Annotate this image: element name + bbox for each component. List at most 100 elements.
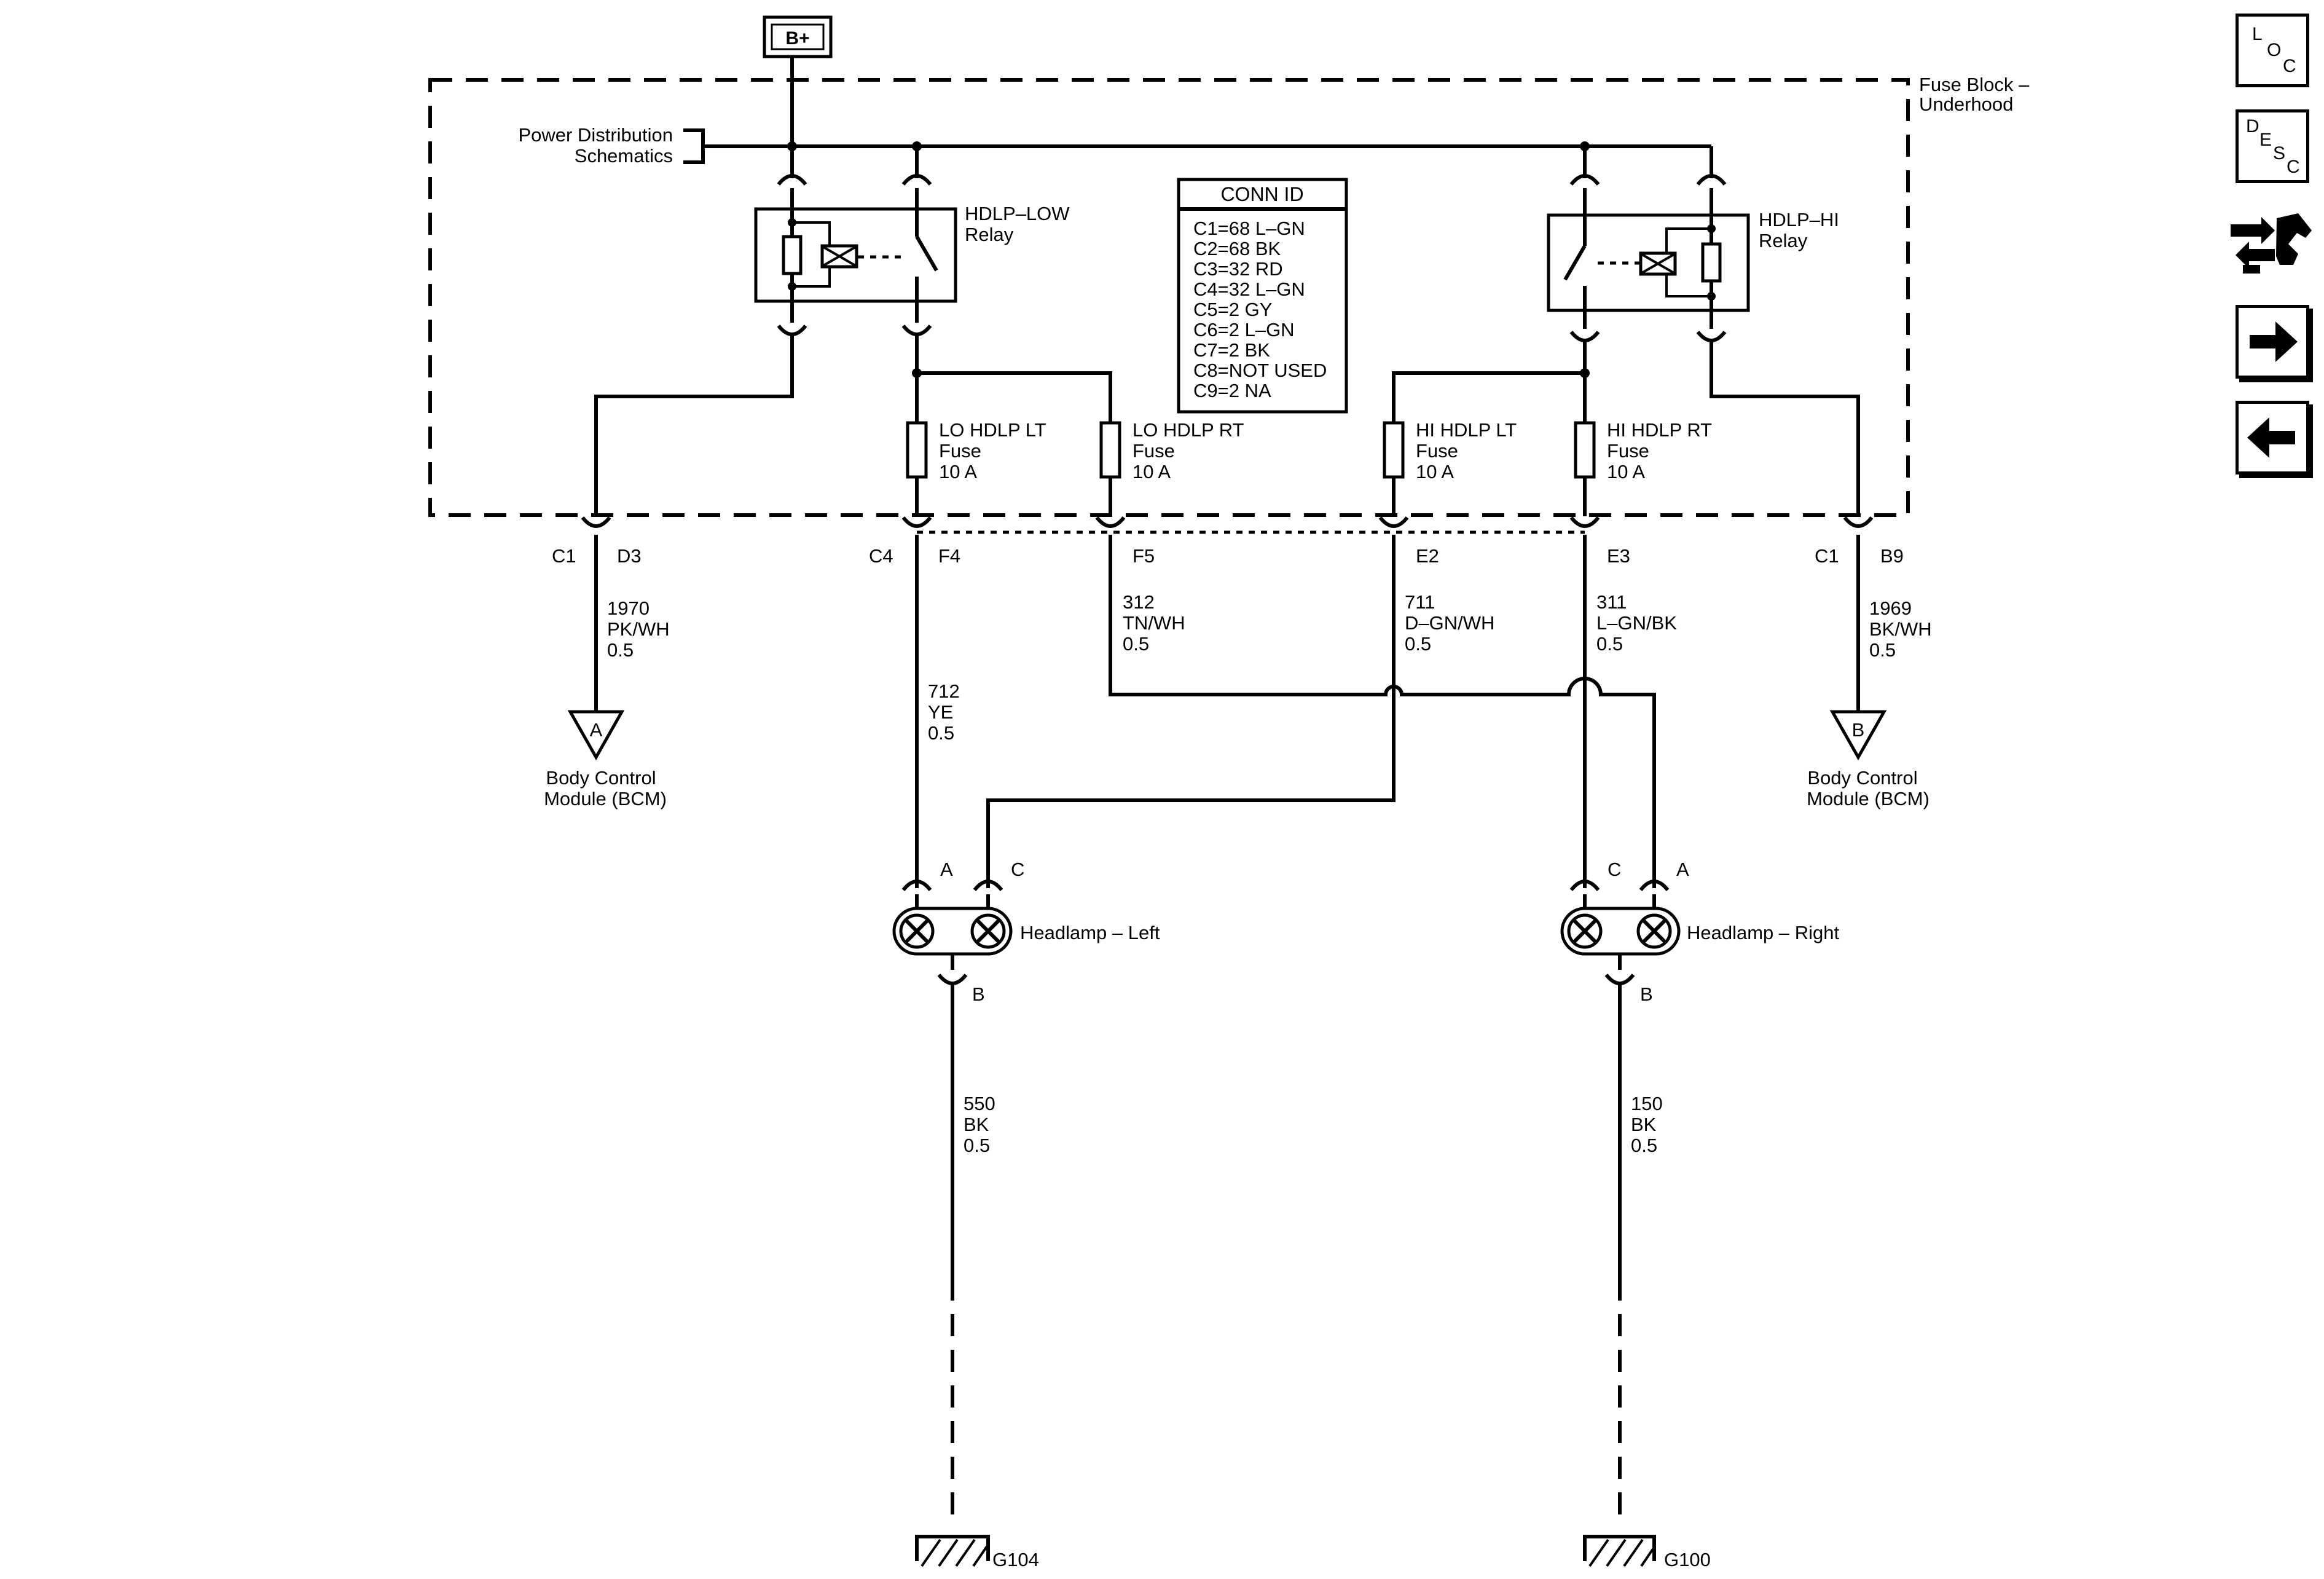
headlamp-right-pin-a: A <box>1676 859 1689 880</box>
wire-550-circuit: 550 <box>964 1093 995 1114</box>
bcm-reference-left: A <box>567 710 625 761</box>
low-relay-coil-output <box>594 335 794 516</box>
pin-e3: E3 <box>1607 545 1630 567</box>
conn-id-table: CONN ID C1=68 L–GN C2=68 BK C3=32 RD C4=… <box>1177 178 1348 414</box>
pin-c1-right: C1 <box>1815 545 1839 567</box>
fuse-lo-lt-type: Fuse <box>939 440 981 462</box>
wire-712-color: YE <box>928 701 953 723</box>
power-distribution-bracket <box>683 128 705 164</box>
headlamp-left-pin-c: C <box>1011 859 1024 880</box>
wire-1969-gauge: 0.5 <box>1869 639 1896 661</box>
headlamp-right-pin-c: C <box>1608 859 1621 880</box>
relay-low-label-line1: HDLP–LOW <box>965 203 1070 224</box>
ground-symbol-left <box>915 1535 990 1567</box>
fuse-block-label-line2: Underhood <box>1919 93 2013 115</box>
fuse-hi-rt-type: Fuse <box>1607 440 1649 462</box>
repair-tools-icon[interactable] <box>2224 206 2317 280</box>
wire-312-color: TN/WH <box>1123 612 1185 634</box>
conn-id-title: CONN ID <box>1220 183 1303 205</box>
fuse-hi-hdlp-rt <box>1574 421 1596 479</box>
next-page-button[interactable] <box>2236 305 2309 379</box>
conn-id-row: C4=32 L–GN <box>1193 278 1305 300</box>
conn-id-row: C5=2 GY <box>1193 299 1272 320</box>
wire-150-color: BK <box>1631 1114 1657 1135</box>
pin-f5: F5 <box>1133 545 1155 567</box>
fuse-hi-hdlp-lt <box>1383 421 1405 479</box>
wire-312-gauge: 0.5 <box>1123 633 1149 655</box>
relay-hi-label-line2: Relay <box>1759 230 1808 251</box>
headlamp-left <box>892 880 1013 985</box>
conn-id-row: C1=68 L–GN <box>1193 218 1305 239</box>
wire-1970-gauge: 0.5 <box>607 639 634 661</box>
relay-hi-label-line1: HDLP–HI <box>1759 209 1839 230</box>
wire-1970-color: PK/WH <box>607 618 670 640</box>
headlamp-right-pin-b: B <box>1640 983 1653 1005</box>
fuse-hi-rt-name: HI HDLP RT <box>1607 419 1712 441</box>
power-distribution-label-line1: Power Distribution <box>518 124 673 146</box>
conn-id-row: C9=2 NA <box>1193 380 1271 401</box>
bcm-reference-right: B <box>1829 710 1887 761</box>
bcm-left-letter: A <box>590 719 603 741</box>
fuse-lo-hdlp-lt <box>906 421 928 479</box>
loc-letter-l: L <box>2252 24 2263 44</box>
relay-low-label-line2: Relay <box>965 224 1014 245</box>
headlamp-right <box>1560 880 1681 985</box>
loc-letter-c: C <box>2283 56 2296 76</box>
wire-1970-circuit: 1970 <box>607 597 650 619</box>
wire-150-circuit: 150 <box>1631 1093 1663 1114</box>
wire-711-circuit: 711 <box>1405 591 1435 613</box>
conn-id-row: C3=32 RD <box>1193 258 1283 280</box>
fuse-block-label-line1: Fuse Block – <box>1919 74 2030 95</box>
wire-711 <box>986 535 1396 888</box>
power-distribution-label-line2: Schematics <box>575 145 673 167</box>
fuse-block-boundary <box>428 78 1910 517</box>
pin-f4: F4 <box>938 545 960 567</box>
bcm-left-label-line2: Module (BCM) <box>544 788 667 809</box>
headlamp-left-label: Headlamp – Left <box>1020 922 1160 943</box>
fuse-block-connector-terminals <box>581 516 1874 528</box>
pin-d3: D3 <box>617 545 642 567</box>
headlamp-left-pin-a: A <box>940 859 953 880</box>
ground-g104-label: G104 <box>992 1549 1039 1570</box>
description-nav-button[interactable]: D E S C <box>2236 109 2309 183</box>
bcm-left-label-line1: Body Control <box>546 767 656 789</box>
arrow-right-icon <box>2250 321 2298 362</box>
desc-letter-d: D <box>2246 116 2259 136</box>
bcm-right-letter: B <box>1852 719 1865 741</box>
pin-c1-left: C1 <box>552 545 576 567</box>
fuse-hi-lt-type: Fuse <box>1416 440 1458 462</box>
hdlp-hi-relay <box>1547 146 1750 342</box>
bcm-right-label-line1: Body Control <box>1807 767 1917 789</box>
desc-letter-s: S <box>2273 143 2286 163</box>
pin-e2: E2 <box>1416 545 1439 567</box>
fuse-hi-lt-rating: 10 A <box>1416 461 1454 482</box>
previous-page-button[interactable] <box>2236 401 2309 474</box>
desc-letter-c: C <box>2287 157 2300 177</box>
b-plus-label: B+ <box>785 28 809 49</box>
hi-relay-coil-output <box>1710 341 1860 516</box>
wire-550-gauge: 0.5 <box>964 1135 990 1156</box>
arrow-left-icon <box>2247 417 2295 458</box>
ground-g100-label: G100 <box>1664 1549 1711 1570</box>
fuse-lo-lt-name: LO HDLP LT <box>939 419 1046 441</box>
wire-1969-color: BK/WH <box>1869 618 1932 640</box>
conn-id-row: C7=2 BK <box>1193 339 1270 361</box>
hdlp-low-relay <box>754 146 957 336</box>
ground-symbol-right <box>1583 1535 1656 1567</box>
wire-712-gauge: 0.5 <box>928 722 954 744</box>
headlamp-right-label: Headlamp – Right <box>1687 922 1840 943</box>
fuse-hi-lt-name: HI HDLP LT <box>1416 419 1517 441</box>
wire-711-color: D–GN/WH <box>1405 612 1494 634</box>
conn-id-row: C8=NOT USED <box>1193 360 1327 381</box>
wire-311-circuit: 311 <box>1596 591 1627 613</box>
wire-312 <box>1109 535 1656 888</box>
fuse-lo-rt-rating: 10 A <box>1133 461 1171 482</box>
location-nav-button[interactable]: L O C <box>2236 14 2309 87</box>
headlamp-left-pin-b: B <box>972 983 985 1005</box>
fuse-lo-rt-name: LO HDLP RT <box>1133 419 1244 441</box>
fuse-lo-rt-type: Fuse <box>1133 440 1175 462</box>
conn-id-row: C2=68 BK <box>1193 238 1281 259</box>
bcm-right-label-line2: Module (BCM) <box>1807 788 1929 809</box>
